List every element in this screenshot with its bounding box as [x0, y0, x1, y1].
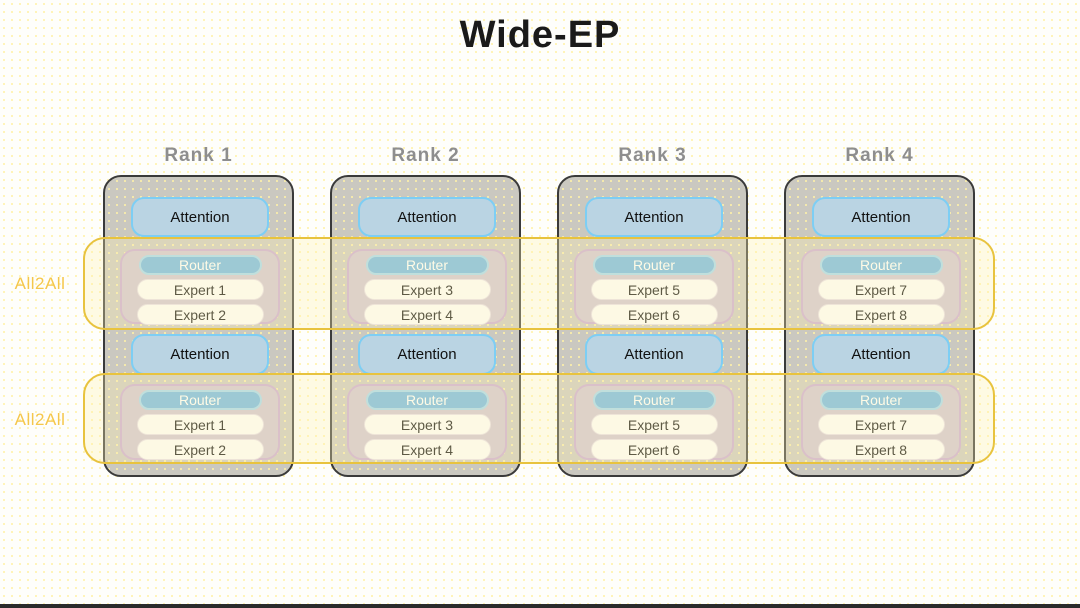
router-block: Router	[592, 255, 716, 275]
moe-expert-group: Router Expert 7 Expert 8	[801, 384, 961, 460]
expert-block: Expert 1	[136, 279, 264, 300]
rank-1-title: Rank 1	[164, 145, 233, 166]
expert-block: Expert 8	[817, 304, 945, 325]
expert-block: Expert 8	[817, 439, 945, 460]
all2all-label-bottom: All2All	[14, 410, 66, 429]
router-block: Router	[138, 255, 262, 275]
moe-expert-group: Router Expert 5 Expert 6	[574, 384, 734, 460]
expert-block: Expert 1	[136, 414, 264, 435]
expert-block: Expert 2	[136, 304, 264, 325]
router-block: Router	[592, 390, 716, 410]
attention-block: Attention	[131, 197, 269, 237]
rank-1: Rank 1 Attention Router Expert 1 Expert …	[103, 145, 294, 480]
attention-block: Attention	[812, 197, 950, 237]
rank-2-container: Attention Router Expert 3 Expert 4 Atten…	[330, 175, 521, 477]
rank-4-title: Rank 4	[845, 145, 914, 166]
router-block: Router	[138, 390, 262, 410]
moe-expert-group: Router Expert 7 Expert 8	[801, 249, 961, 325]
moe-expert-group: Router Expert 5 Expert 6	[574, 249, 734, 325]
expert-block: Expert 7	[817, 414, 945, 435]
attention-block: Attention	[358, 334, 496, 375]
rank-4: Rank 4 Attention Router Expert 7 Expert …	[784, 145, 975, 480]
expert-block: Expert 4	[363, 304, 491, 325]
attention-block: Attention	[131, 334, 269, 375]
rank-4-container: Attention Router Expert 7 Expert 8 Atten…	[784, 175, 975, 477]
expert-block: Expert 5	[590, 414, 718, 435]
expert-block: Expert 7	[817, 279, 945, 300]
rank-3-title: Rank 3	[618, 145, 687, 166]
expert-block: Expert 3	[363, 279, 491, 300]
attention-block: Attention	[812, 334, 950, 375]
expert-block: Expert 4	[363, 439, 491, 460]
bottom-edge-bar	[0, 604, 1080, 608]
attention-block: Attention	[585, 197, 723, 237]
expert-block: Expert 3	[363, 414, 491, 435]
rank-1-container: Attention Router Expert 1 Expert 2 Atten…	[103, 175, 294, 477]
router-block: Router	[365, 390, 489, 410]
moe-expert-group: Router Expert 1 Expert 2	[120, 384, 280, 460]
rank-3: Rank 3 Attention Router Expert 5 Expert …	[557, 145, 748, 480]
moe-expert-group: Router Expert 3 Expert 4	[347, 384, 507, 460]
moe-expert-group: Router Expert 3 Expert 4	[347, 249, 507, 325]
diagram-title: Wide-EP	[459, 14, 621, 56]
rank-3-container: Attention Router Expert 5 Expert 6 Atten…	[557, 175, 748, 477]
expert-block: Expert 5	[590, 279, 718, 300]
expert-block: Expert 2	[136, 439, 264, 460]
router-block: Router	[819, 390, 943, 410]
router-block: Router	[365, 255, 489, 275]
moe-expert-group: Router Expert 1 Expert 2	[120, 249, 280, 325]
expert-block: Expert 6	[590, 304, 718, 325]
rank-2-title: Rank 2	[391, 145, 460, 166]
all2all-label-top: All2All	[14, 274, 66, 293]
expert-block: Expert 6	[590, 439, 718, 460]
attention-block: Attention	[585, 334, 723, 375]
attention-block: Attention	[358, 197, 496, 237]
rank-2: Rank 2 Attention Router Expert 3 Expert …	[330, 145, 521, 480]
router-block: Router	[819, 255, 943, 275]
